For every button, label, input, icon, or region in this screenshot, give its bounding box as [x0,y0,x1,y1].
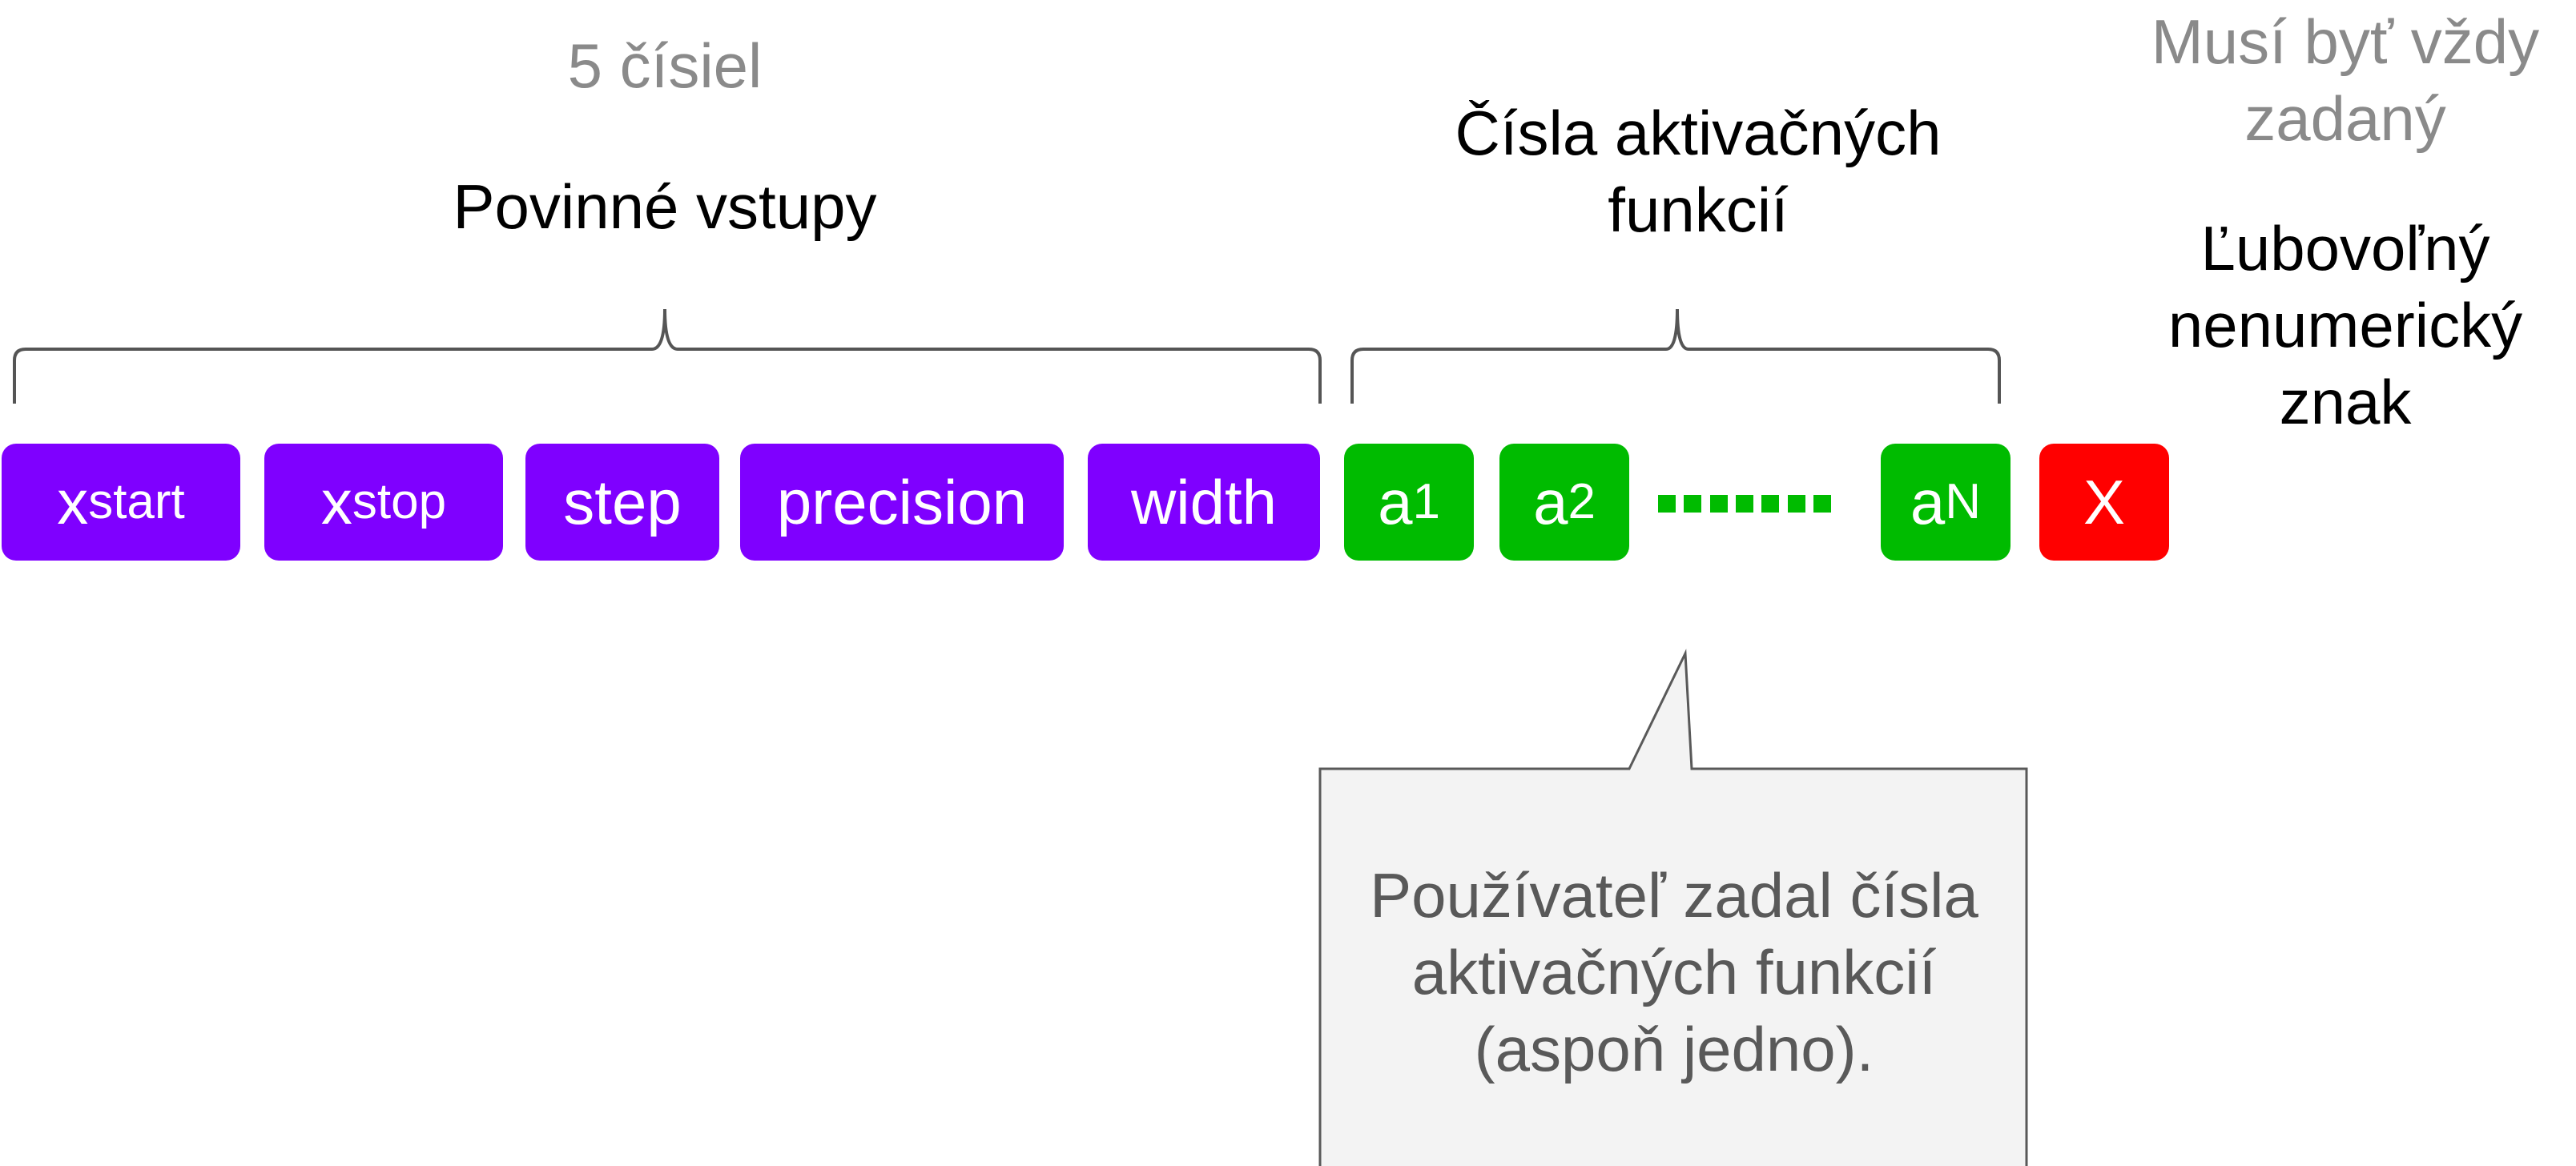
any-char-label-line1: Ľubovoľný [2200,213,2490,283]
input-box-xstop-base: x [320,467,352,537]
input-box-width-label: width [1130,467,1278,537]
any-char-label: Ľubovoľný nenumerický znak [2115,210,2576,440]
always-required-label-line2: zadaný [2244,83,2446,154]
ellipsis-dots [1658,495,1831,513]
ellipsis-dot [1684,495,1702,513]
input-box-aN-base: a [1910,467,1946,537]
ellipsis-dot [1709,495,1728,513]
input-box-a1-base: a [1378,467,1413,537]
always-required-label: Musí byť vždy zadaný [2115,3,2576,157]
activation-numbers-label: Čísla aktivačných funkcií [1362,94,2035,248]
any-char-label-line3: znak [2279,367,2412,437]
activation-numbers-brace [1350,308,2001,404]
ellipsis-dot [1735,495,1753,513]
input-box-step-label: step [563,467,682,537]
callout-text: Používateľ zadal čísla aktivačných funkc… [1320,857,2028,1088]
ellipsis-dot [1761,495,1780,513]
callout-text-line3: (aspoň jedno). [1474,1014,1874,1084]
input-box-width: width [1088,444,1320,561]
terminator-box-x: X [2039,444,2169,561]
ellipsis-dot [1658,495,1676,513]
any-char-label-line2: nenumerický [2167,290,2523,360]
ellipsis-dot [1813,495,1831,513]
always-required-label-line1: Musí byť vždy [2151,6,2540,77]
callout-text-line1: Používateľ zadal čísla [1370,860,1978,931]
required-inputs-brace [13,308,1322,404]
activation-numbers-label-line2: funkcií [1608,175,1789,245]
activation-numbers-label-line1: Čísla aktivačných [1455,98,1942,168]
callout-bubble [1318,649,2028,1166]
ellipsis-dot [1787,495,1805,513]
number-count-label: 5 čísiel [567,30,763,101]
input-box-precision: precision [740,444,1064,561]
terminator-box-label: X [2083,467,2126,537]
input-box-a2-base: a [1533,467,1568,537]
required-inputs-label: Povinné vstupy [453,171,877,242]
input-box-precision-label: precision [776,467,1028,537]
callout-text-line2: aktivačných funkcií [1411,937,1937,1007]
input-box-xstart-base: x [57,467,89,537]
input-box-step: step [525,444,719,561]
